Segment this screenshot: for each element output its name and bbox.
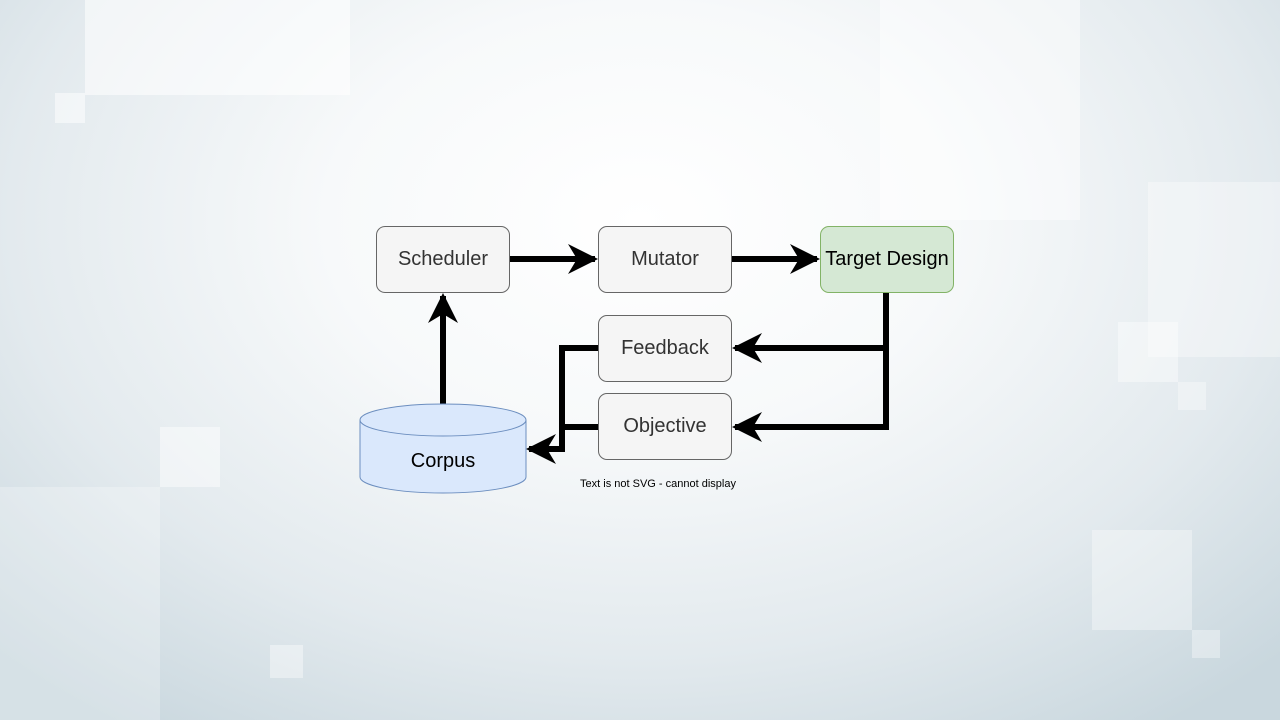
- feedback-node: Feedback: [598, 315, 732, 382]
- background-tile: [270, 645, 303, 678]
- target-design-node: Target Design: [820, 226, 954, 293]
- background-tile: [1192, 630, 1220, 658]
- background-tile: [1148, 182, 1280, 357]
- edge-target-design-to-feedback: [732, 293, 889, 363]
- svg-warning-text: Text is not SVG - cannot display: [580, 478, 736, 490]
- background-tile: [880, 0, 1080, 220]
- corpus-label: Corpus: [410, 449, 476, 472]
- edge-objective-to-corpus: [559, 424, 598, 449]
- background-tile: [1118, 322, 1178, 382]
- background-tile: [1178, 382, 1206, 410]
- mutator-node: Mutator: [598, 226, 732, 293]
- edge-target-design-to-objective: [732, 293, 889, 442]
- edge-feedback-to-corpus: [526, 345, 598, 464]
- background-tile: [55, 93, 85, 123]
- corpus-cylinder: [359, 403, 527, 494]
- background-tile: [0, 487, 160, 720]
- background-tile: [85, 0, 350, 95]
- scheduler-node: Scheduler: [376, 226, 510, 293]
- objective-node: Objective: [598, 393, 732, 460]
- background-tile: [160, 427, 220, 487]
- background-tile: [1092, 530, 1192, 630]
